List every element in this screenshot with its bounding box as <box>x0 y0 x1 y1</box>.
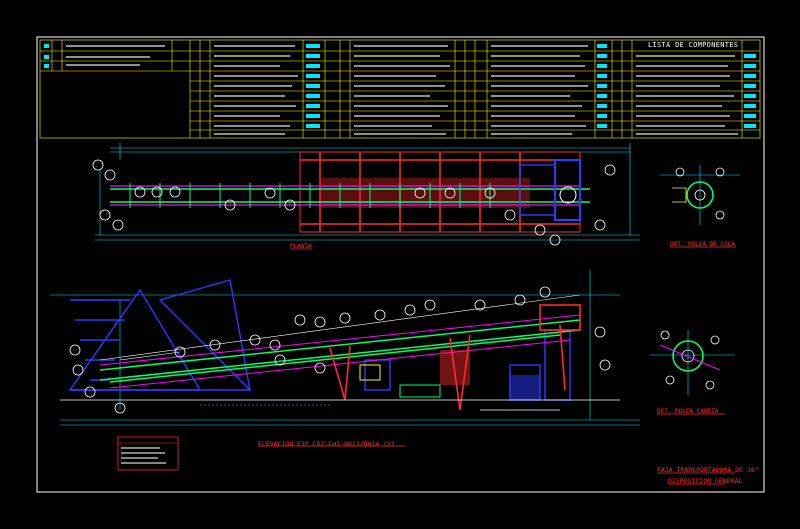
legend-box <box>117 436 179 471</box>
plan-view <box>92 143 640 246</box>
components-list-title: LISTA DE COMPONENTES <box>648 41 739 49</box>
plan-view-title: PLANTA <box>290 243 312 250</box>
tail-pulley-detail-title: DET. POLEA DE COLA <box>670 241 736 248</box>
drawing-sub-title: DISPOSICION GENERAL <box>668 477 743 485</box>
head-pulley-detail <box>650 330 735 395</box>
table-text <box>66 45 738 135</box>
components-table <box>39 39 761 139</box>
elevation-view-title: ELEVACION EJE C02-CHI-0013/0014 (Y) <box>258 440 395 448</box>
drawing-main-title: FAJA TRANSPORTADORA DE 36" <box>657 466 759 474</box>
elevation-view <box>50 270 640 426</box>
sheet-border <box>36 36 765 493</box>
head-pulley-detail-title: DET. POLEA CABEZA <box>657 408 719 415</box>
table-tags <box>44 44 756 128</box>
tail-pulley-detail <box>660 165 740 225</box>
